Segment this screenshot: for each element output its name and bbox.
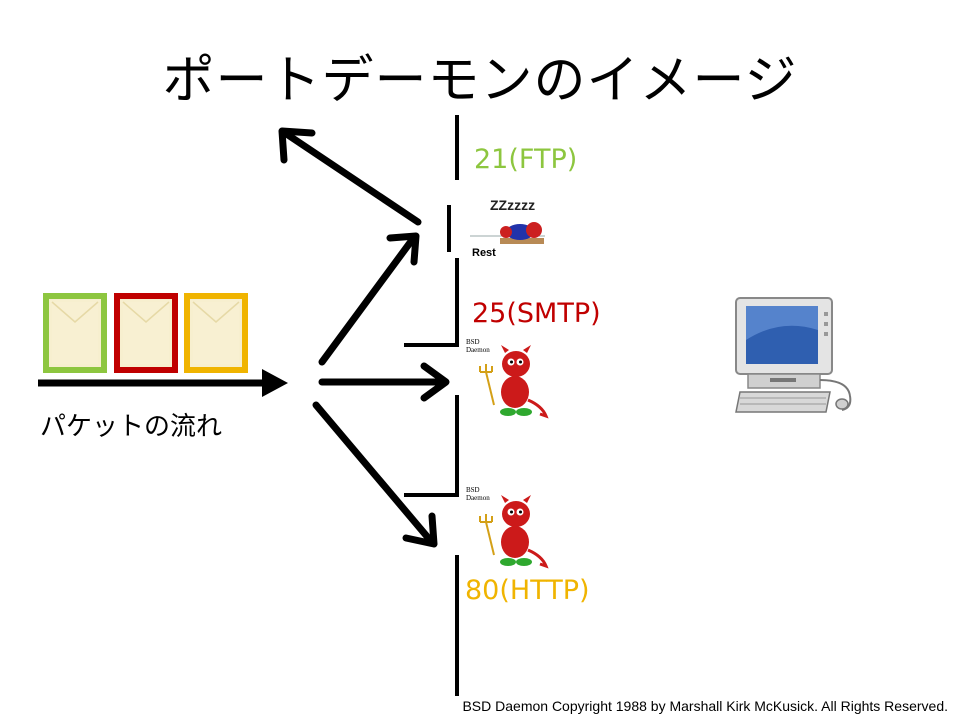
daemon-caption-line1: BSD <box>466 338 480 346</box>
arrow-to-port-21 <box>318 232 420 366</box>
port-21-label: 21(FTP) <box>474 144 578 175</box>
port-25-label: 25(SMTP) <box>472 298 601 329</box>
bsd-daemon-icon <box>479 345 549 419</box>
packet-2 <box>114 293 178 373</box>
packet-flow-label: パケットの流れ <box>40 412 223 442</box>
packet-flow-arrow <box>38 369 288 397</box>
daemon-caption: BSD Daemon <box>466 338 490 354</box>
packet-3 <box>184 293 248 373</box>
arrow-to-port-25 <box>318 362 450 402</box>
copyright-notice: BSD Daemon Copyright 1988 by Marshall Ki… <box>462 698 948 714</box>
daemon-caption-line2: Daemon <box>466 346 490 354</box>
daemon-caption-line2: Daemon <box>466 494 490 502</box>
packet-1 <box>43 293 107 373</box>
slide-title: ポートデーモンのイメージ <box>162 51 798 111</box>
rest-text: Rest <box>472 247 496 259</box>
computer-icon <box>735 297 852 413</box>
port-80-label: 80(HTTP) <box>465 575 590 606</box>
daemon-caption-line1: BSD <box>466 486 480 494</box>
daemon-caption: BSD Daemon <box>466 486 490 502</box>
arrow-to-port-80 <box>312 401 438 548</box>
arrow-rejected <box>278 127 422 226</box>
sleeping-daemon-icon: ZZzzzz Rest <box>470 190 546 260</box>
zzz-text: ZZzzzz <box>490 197 535 213</box>
bsd-daemon-icon <box>479 495 549 569</box>
